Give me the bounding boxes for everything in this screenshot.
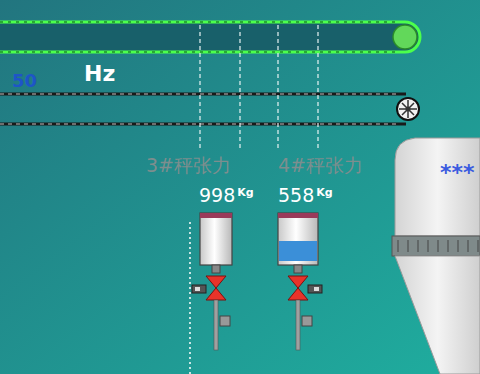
dotted-line <box>189 222 191 374</box>
frequency-value: 50 <box>12 72 37 90</box>
weight-value: 558 <box>278 186 314 205</box>
scale-name: 3#秤张力 <box>146 156 231 175</box>
weigh-hopper <box>278 213 318 273</box>
status-text: *** <box>440 162 475 184</box>
green-conveyor <box>0 22 420 52</box>
weight-unit: Kg <box>237 187 253 198</box>
valve-symbol <box>192 276 230 350</box>
weight-unit: Kg <box>316 187 332 198</box>
frequency-unit: Hz <box>84 63 115 85</box>
drop-lines <box>200 25 318 150</box>
black-conveyor <box>0 94 419 124</box>
weight-value: 998 <box>199 186 235 205</box>
scale-name: 4#秤张力 <box>278 156 363 175</box>
weigh-hopper <box>200 213 232 273</box>
valve-symbol <box>288 276 322 350</box>
silo <box>392 138 480 374</box>
